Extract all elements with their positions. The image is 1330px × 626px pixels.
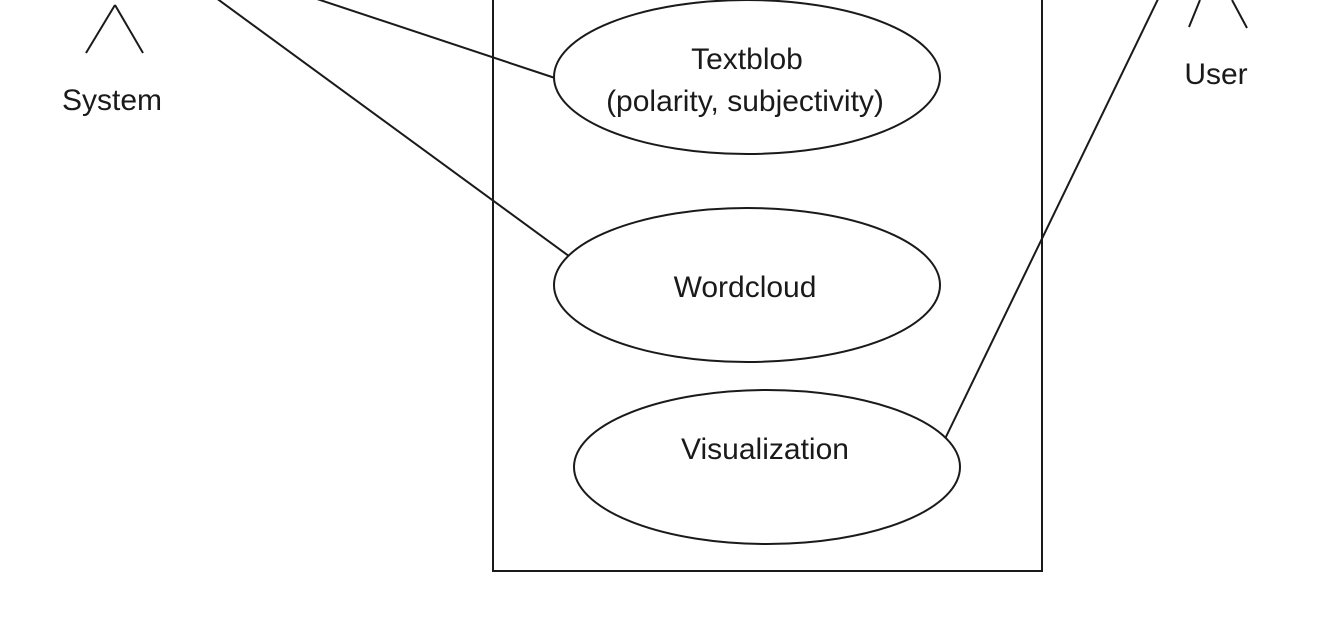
use-case-textblob-title: Textblob [691, 43, 803, 76]
use-case-wordcloud[interactable]: Wordcloud [553, 207, 941, 363]
use-case-textblob[interactable]: Textblob (polarity, subjectivity) [553, 0, 941, 155]
actor-system[interactable]: System [62, 4, 162, 117]
association-user-visualization [942, 0, 1159, 444]
use-case-visualization[interactable]: Visualization [573, 389, 961, 545]
actor-system-left-leg [85, 4, 116, 54]
association-system-textblob [316, 0, 556, 79]
actor-user-left-leg [1188, 0, 1201, 28]
use-case-visualization-ellipse [573, 389, 961, 545]
system-boundary [492, 0, 1043, 572]
use-case-wordcloud-label: Wordcloud [674, 271, 817, 304]
actor-system-right-leg [114, 4, 144, 54]
actor-user-label: User [1184, 58, 1247, 91]
use-case-textblob-ellipse [553, 0, 941, 155]
actor-system-label: System [62, 84, 162, 117]
use-case-textblob-subtitle: (polarity, subjectivity) [606, 85, 884, 118]
actor-user[interactable]: User [1184, 0, 1248, 91]
use-case-visualization-label: Visualization [681, 433, 849, 466]
association-system-wordcloud [217, 0, 578, 263]
use-case-wordcloud-ellipse [553, 207, 941, 363]
actor-user-right-leg [1231, 0, 1248, 29]
